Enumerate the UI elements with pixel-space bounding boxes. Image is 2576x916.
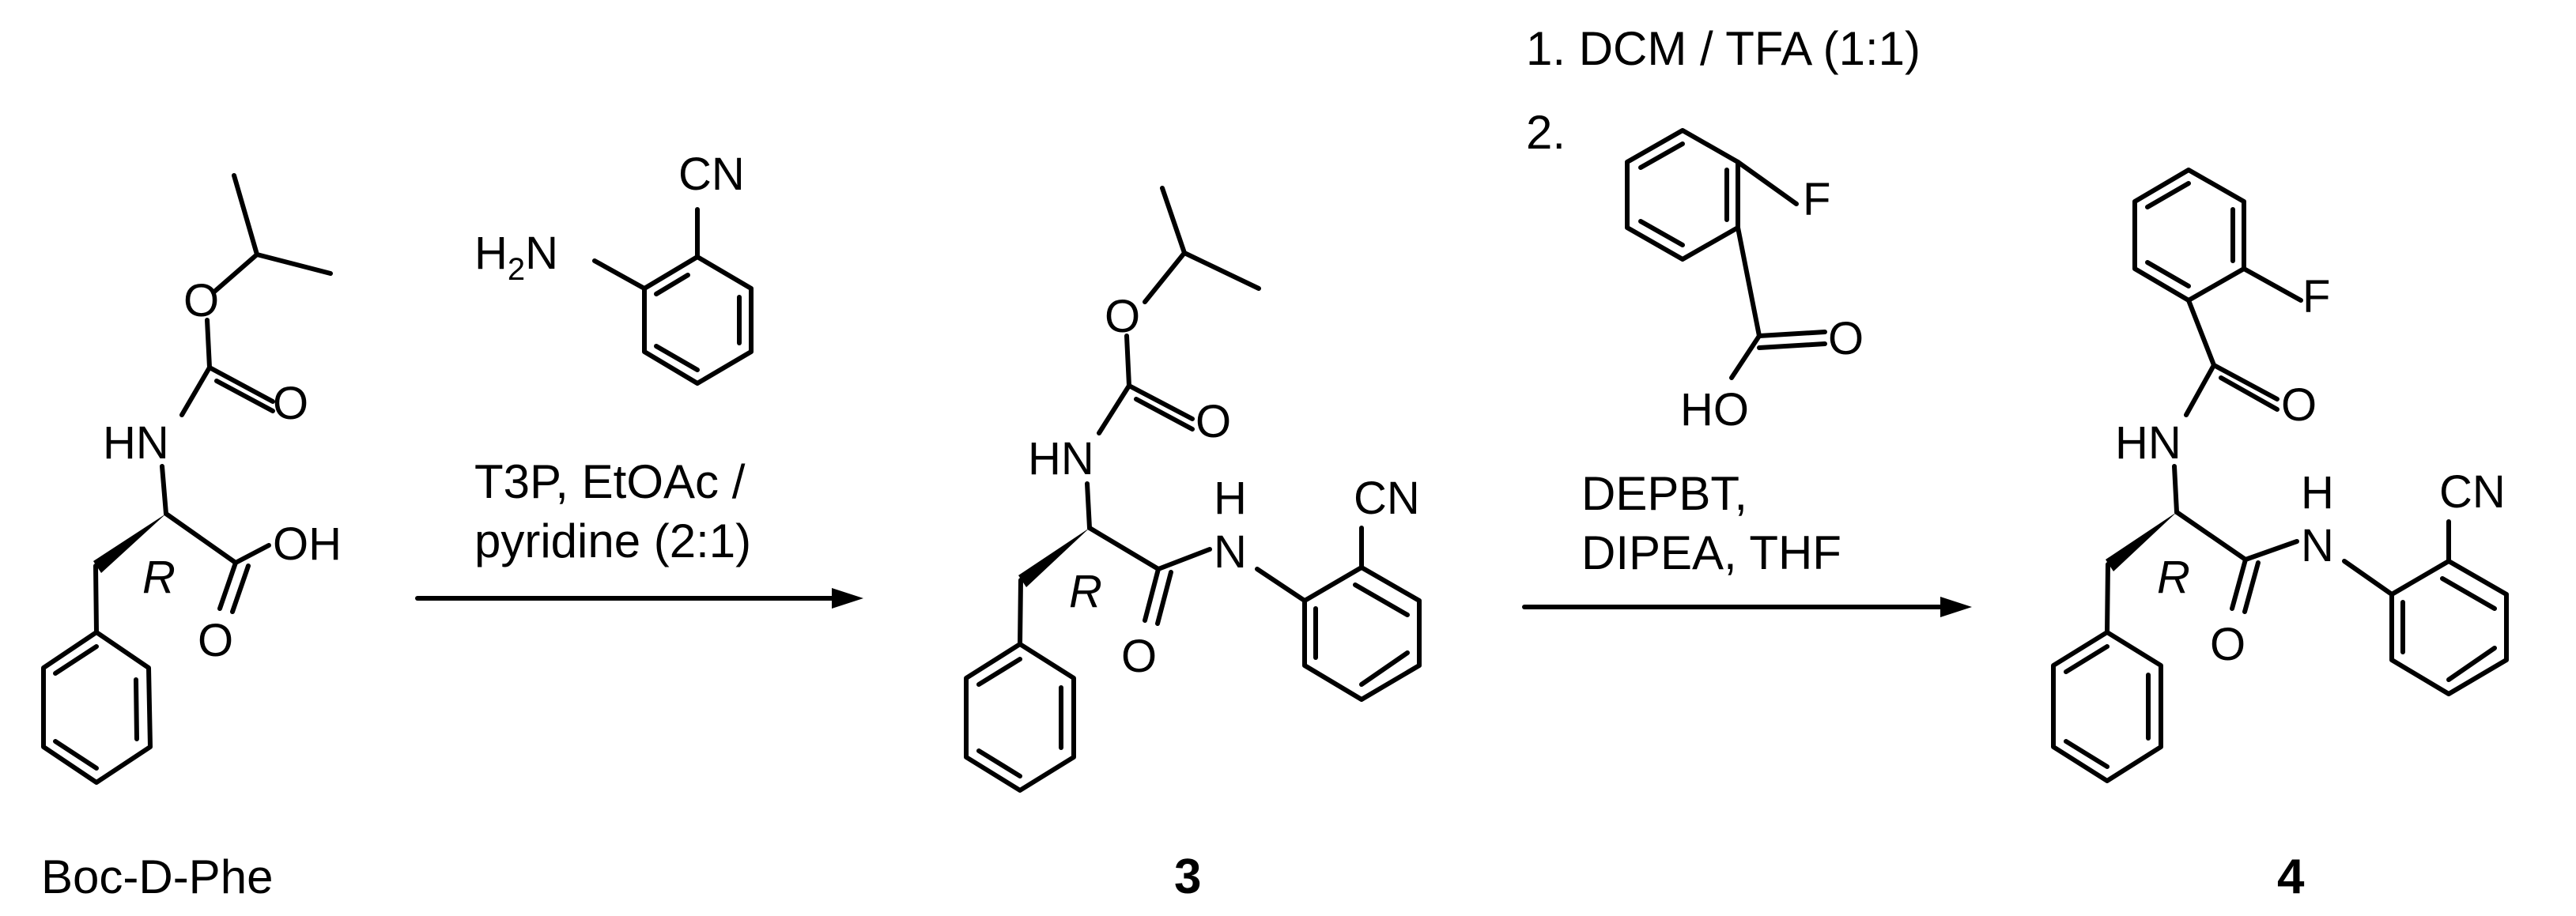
label-boc-d-phe: Boc-D-Phe	[41, 850, 273, 903]
step1-conditions-line1: T3P, EtOAc /	[474, 455, 746, 508]
stereo-r-boc-d-phe: R	[142, 552, 176, 603]
atom-o-carbonyl-3: O	[1195, 396, 1231, 447]
boc-d-phe-structure: O O HN OH O R Boc-D-Phe	[41, 173, 342, 903]
atom-amide-n-3: N	[1214, 526, 1247, 578]
atom-o-carbonyl-reagent: O	[1828, 313, 1864, 364]
label-compound-4: 4	[2277, 850, 2305, 904]
atom-o-ether-3: O	[1105, 291, 1140, 342]
stereo-r-3: R	[1069, 566, 1102, 617]
reagent-2-aminobenzonitrile: CN H2N	[474, 149, 754, 386]
atom-oh-boc-d-phe: OH	[273, 518, 342, 570]
atom-cn-reagent: CN	[678, 149, 745, 200]
atom-ho-reagent: HO	[1680, 384, 1749, 435]
atom-cn-4: CN	[2439, 466, 2506, 518]
atom-amide-o-4: O	[2210, 619, 2246, 670]
atom-benzoyl-o-4: O	[2281, 379, 2317, 431]
atom-o-ether-boc-d-phe: O	[183, 275, 219, 326]
step2-conditions-line1: DEPBT,	[1581, 467, 1747, 520]
atom-o-acid-boc-d-phe: O	[198, 615, 233, 666]
atom-o-carbonyl-boc-d-phe: O	[273, 378, 308, 429]
step2-line2: 2.	[1526, 106, 1566, 159]
stereo-r-4: R	[2157, 552, 2190, 603]
atom-hn-boc-d-phe: HN	[103, 417, 169, 469]
label-compound-3: 3	[1174, 850, 1201, 904]
atom-amide-o-3: O	[1121, 631, 1157, 682]
atom-hn-3: HN	[1028, 433, 1094, 484]
atom-hn-4: HN	[2115, 417, 2181, 469]
atom-f-reagent: F	[1803, 174, 1830, 225]
atom-amide-h-4: H	[2301, 467, 2334, 518]
atom-cn-3: CN	[1354, 473, 1420, 524]
atom-amide-n-4: N	[2301, 520, 2334, 571]
atom-amide-h-3: H	[1214, 473, 1247, 524]
step2-conditions-line2: DIPEA, THF	[1581, 526, 1841, 579]
step2-line1: 1. DCM / TFA (1:1)	[1526, 22, 1921, 75]
atom-f-4: F	[2302, 271, 2330, 322]
step1-arrow	[415, 588, 863, 609]
intermediate-3-structure: O O HN H N O CN R 3	[964, 186, 1422, 904]
step2-arrow	[1522, 597, 1972, 617]
product-4-structure: F O HN H N O CN R 4	[2051, 168, 2509, 904]
atom-h2n-reagent: H2N	[474, 228, 558, 287]
step1-conditions-line2: pyridine (2:1)	[474, 515, 751, 567]
reagent-2-fluorobenzoic-acid: F O HO	[1625, 128, 1864, 435]
